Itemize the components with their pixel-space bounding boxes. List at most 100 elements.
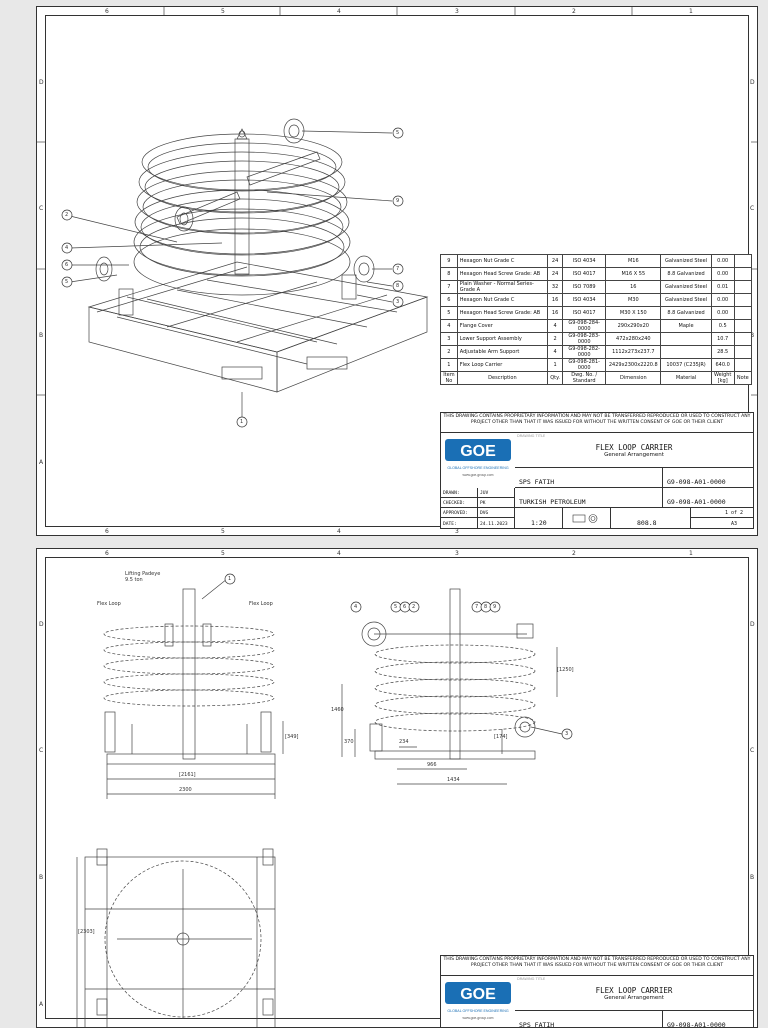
bom-cell-desc: Plain Washer - Normal Series- Grade A: [456, 280, 549, 294]
zone-row-label: B: [39, 874, 44, 881]
drawing-subtitle: General Arrangement: [604, 452, 664, 458]
bom-cell-dwg: ISO 4017: [562, 267, 607, 281]
flex-loop-label-right: Flex Loop: [249, 601, 273, 607]
dimension-label: [1250]: [557, 667, 574, 673]
drawn-value-cell: JUV: [478, 488, 515, 498]
dimension-label: 966: [427, 762, 437, 768]
zone-col-label: 2: [572, 550, 576, 557]
bom-cell-note: [733, 306, 753, 320]
approved-label: APPROVED:: [443, 511, 468, 516]
bom-header: Weight [kg]: [710, 371, 735, 385]
bom-cell-mat: Maple: [660, 319, 712, 333]
company-logo: GOE GLOBAL OFFSHORE ENGINEERING www.goe-…: [443, 435, 513, 481]
bom-cell-qty: 2: [547, 332, 564, 346]
balloon-label: 6: [403, 604, 407, 610]
sheet-number: 1 of 2: [725, 510, 744, 516]
zone-col-label: 4: [337, 528, 341, 535]
bom-cell-dim: M30: [605, 293, 662, 307]
logo-text: GOE: [460, 986, 496, 1003]
zone-col-label: 3: [455, 528, 459, 535]
balloon-label: 9: [493, 604, 497, 610]
zone-col-label: 5: [221, 550, 225, 557]
drawing-title: FLEX LOOP CARRIER: [595, 443, 673, 452]
bom-cell-dim: 472x280x240: [605, 332, 662, 346]
drawing-title: FLEX LOOP CARRIER: [595, 986, 673, 995]
bom-cell-note: [733, 319, 753, 333]
bom-cell-wt: 10.7: [710, 332, 735, 346]
bom-header: Material: [660, 371, 712, 385]
balloon-label: 3: [396, 299, 400, 305]
balloon-label: 1: [240, 419, 244, 425]
size-cell: A3: [691, 518, 753, 528]
balloon-label: 2: [65, 212, 69, 218]
zone-row-label: C: [750, 747, 755, 754]
bom-cell-qty: 4: [547, 345, 564, 359]
bom-cell-desc: Adjustable Arm Support: [456, 345, 549, 359]
balloon-label: 1: [228, 576, 232, 582]
sheet-cell: 1 of 2: [691, 508, 753, 518]
zone-row-label: C: [39, 747, 44, 754]
bom-cell-item: 8: [440, 267, 458, 281]
checked-value-cell: PK: [478, 498, 515, 508]
project-name: SPS FATIH: [519, 478, 555, 486]
date-label: DATE:: [443, 522, 457, 527]
dimension-label: 234: [399, 739, 409, 745]
bom-cell-dwg: ISO 4034: [562, 293, 607, 307]
bom-cell-desc: Flange Cover: [456, 319, 549, 333]
bom-cell-note: [733, 267, 753, 281]
drawing-sheet-2: 6 5 4 3 2 1 D C B A D C B A: [36, 548, 758, 1028]
bom-cell-item: 4: [440, 319, 458, 333]
bom-cell-note: [733, 358, 753, 372]
bom-cell-wt: 0.00: [710, 254, 735, 268]
company-logo: GOE GLOBAL OFFSHORE ENGINEERING www.goe-…: [443, 978, 513, 1024]
checked-by: PK: [480, 501, 486, 506]
dimension-label: [2161]: [179, 772, 196, 778]
bom-cell-dwg: G9-098-281-0000: [562, 358, 607, 372]
bom-cell-item: 1: [440, 358, 458, 372]
drawing-title-cell: DRAWING TITLE FLEX LOOP CARRIER General …: [515, 976, 753, 1011]
zone-row-label: A: [39, 459, 44, 466]
bom-cell-qty: 24: [547, 254, 564, 268]
bom-cell-wt: 0.5: [710, 319, 735, 333]
bom-cell-dwg: G9-098-283-0000: [562, 332, 607, 346]
bom-cell-note: [733, 254, 753, 268]
bom-cell-note: [733, 293, 753, 307]
zone-col-label: 1: [689, 8, 693, 15]
title-block: THIS DRAWING CONTAINS PROPRIETARY INFORM…: [440, 955, 754, 1028]
total-weight: 808.8: [637, 519, 657, 527]
bom-cell-wt: 0.01: [710, 280, 735, 294]
zone-col-label: 1: [689, 550, 693, 557]
drawing-sheet-1: 6 5 4 3 2 1 6 5 4 3 D C B A D C B A: [36, 6, 758, 536]
client-name: TURKISH PETROLEUM: [519, 498, 586, 506]
weight-cell: 808.8: [611, 508, 691, 528]
dimension-label: 2300: [179, 787, 192, 793]
bom-header: Dimension: [605, 371, 662, 385]
logo-text: GOE: [460, 443, 496, 460]
bom-cell-dwg: ISO 4034: [562, 254, 607, 268]
bom-cell-dim: 1112x273x237.7: [605, 345, 662, 359]
zone-row-label: D: [39, 79, 44, 86]
zone-row-label: C: [39, 205, 44, 212]
dimension-label: 1434: [447, 777, 460, 783]
bom-header: Note: [733, 371, 753, 385]
bom-cell-mat: [660, 332, 712, 346]
bom-cell-qty: 16: [547, 306, 564, 320]
title-block: THIS DRAWING CONTAINS PROPRIETARY INFORM…: [440, 412, 754, 529]
project-name: SPS FATIH: [519, 1021, 555, 1028]
checked-label-cell: CHECKED:: [441, 498, 478, 508]
zone-col-label: 4: [337, 8, 341, 15]
company-website: www.goe-group.com: [463, 1016, 494, 1020]
bom-cell-item: 6: [440, 293, 458, 307]
sheet-frame: [45, 557, 749, 1019]
bom-cell-dim: 290x290x20: [605, 319, 662, 333]
zone-row-label: D: [750, 79, 755, 86]
bom-cell-item: 7: [440, 280, 458, 294]
bom-cell-mat: [660, 345, 712, 359]
zone-row-label: C: [750, 205, 755, 212]
